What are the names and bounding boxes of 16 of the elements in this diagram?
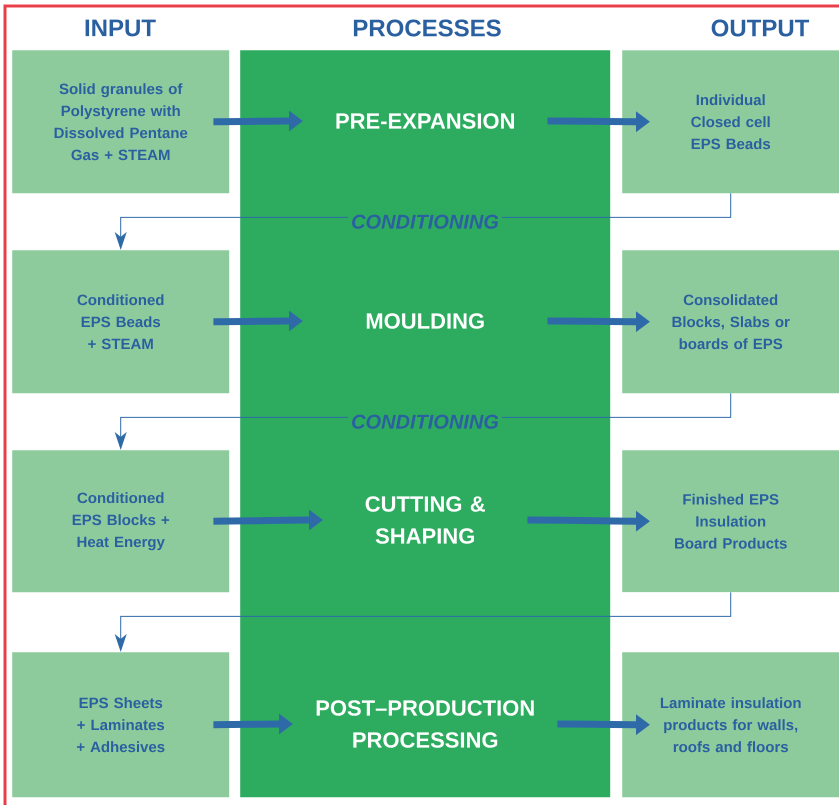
input-box: Conditioned EPS Beads + STEAM — [12, 250, 230, 394]
output-box: Laminate insulation products for walls, roofs and floors — [622, 652, 839, 798]
input-box: EPS Sheets + Laminates + Adhesives — [12, 652, 230, 798]
input-box: Solid granules of Polystyrene with Dissolved Pentane Gas + STEAM — [12, 50, 230, 194]
output-box: Individual Closed cell EPS Beads — [622, 50, 839, 194]
process-label: MOULDING — [366, 313, 484, 329]
input-box: Conditioned EPS Blocks + Heat Energy — [12, 450, 230, 592]
process-label: PRE-EXPANSION — [336, 113, 514, 129]
process-label: CUTTING & SHAPING — [366, 496, 485, 544]
edge-label: CONDITIONING — [348, 212, 502, 232]
column-heading: PROCESSES — [354, 20, 501, 36]
output-box: Consolidated Blocks, Slabs or boards of EPS — [622, 250, 839, 394]
output-box: Finished EPS Insulation Board Products — [622, 450, 839, 592]
process-band — [240, 50, 610, 798]
process-label: POST–PRODUCTION PROCESSING — [316, 700, 534, 748]
edge-label: CONDITIONING — [348, 412, 502, 432]
